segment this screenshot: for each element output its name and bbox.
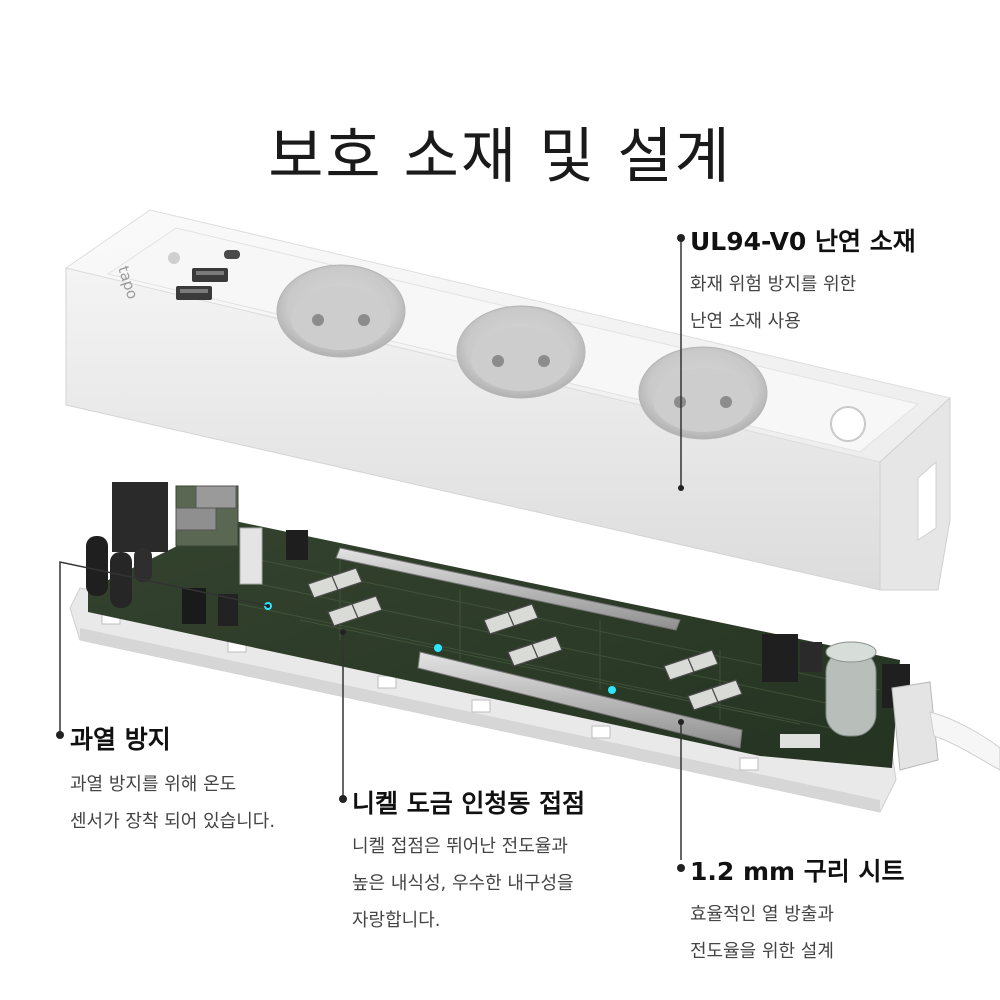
capacitor-icon xyxy=(825,649,877,737)
page-title: 보호 소재 및 설계 xyxy=(268,122,732,192)
flame-retardant-desc: 화재 위험 방지를 위한 난연 소재 사용 xyxy=(690,274,857,332)
power-button-icon xyxy=(830,406,866,442)
nickel-contact-icon xyxy=(483,603,539,635)
nickel-contact-icon xyxy=(327,595,383,627)
callout-dot xyxy=(339,795,347,803)
capacitor-icon xyxy=(110,552,132,608)
overheat-desc: 과열 방지를 위해 온도 센서가 장착 되어 있습니다. xyxy=(70,774,276,832)
overheat-heading: 과열 방지 xyxy=(70,725,171,754)
usb-port-group xyxy=(168,250,240,300)
qc-badge-icon xyxy=(168,252,180,264)
socket-2-icon xyxy=(456,305,586,399)
copper-sheet xyxy=(335,547,743,749)
nickel-contact-icon xyxy=(507,635,563,667)
callout-dot xyxy=(677,234,685,242)
flame-retardant-heading: UL94-V0 난연 소재 xyxy=(690,227,916,256)
socket-1-icon xyxy=(276,264,406,358)
nickel-contact-icon xyxy=(687,679,743,711)
transformer-icon xyxy=(112,482,168,552)
capacitor-icon xyxy=(86,536,108,596)
nickel-contact-desc: 니켈 접점은 뛰어난 전도율과 높은 내식성, 우수한 내구성을 자랑합니다. xyxy=(352,836,574,931)
callout-dot xyxy=(677,864,685,872)
temperature-sensor-icon xyxy=(434,644,442,652)
usb-c-port-icon xyxy=(224,250,240,259)
socket-3-icon xyxy=(638,346,768,440)
callout-dot xyxy=(56,731,64,739)
copper-sheet-desc: 효율적인 열 방출과 전도율을 위한 설계 xyxy=(690,904,834,962)
temperature-sensor-icon xyxy=(608,686,616,694)
nickel-contact-icon xyxy=(307,567,363,599)
copper-sheet-heading: 1.2 mm 구리 시트 xyxy=(690,857,905,886)
leader-line-overheat xyxy=(59,561,269,732)
nickel-contact-heading: 니켈 도금 인청동 접점 xyxy=(352,789,586,818)
nickel-contact-icon xyxy=(663,649,719,681)
